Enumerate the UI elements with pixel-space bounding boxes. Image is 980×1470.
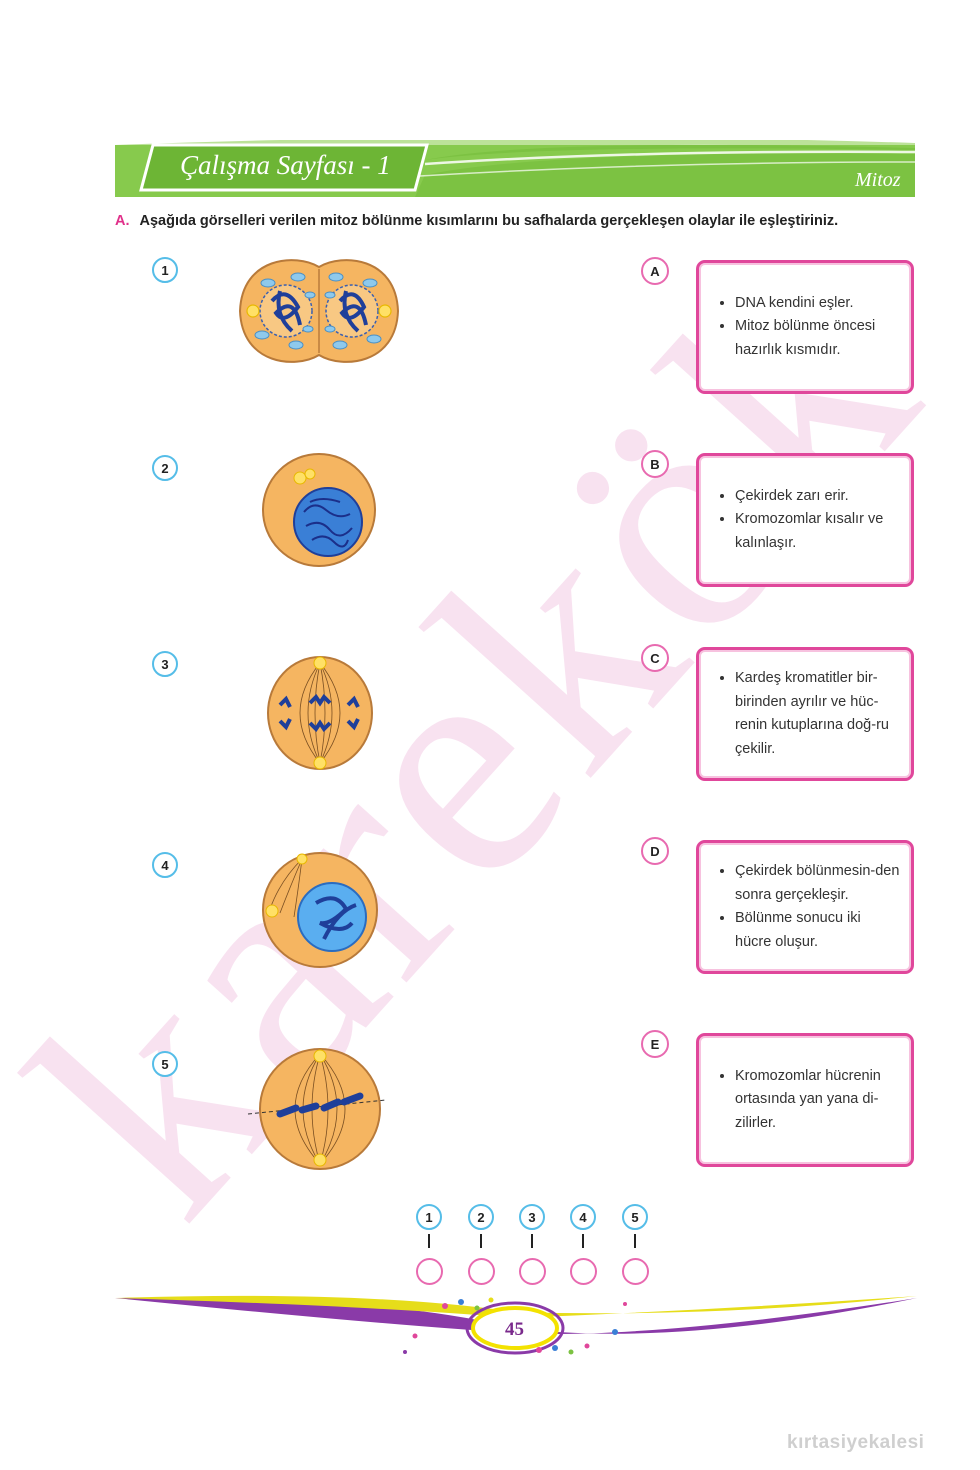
arrow-down-icon: [634, 1234, 636, 1248]
header-banner: [115, 140, 915, 197]
answer-slot-3[interactable]: [519, 1258, 546, 1285]
answer-number-4: 4: [570, 1204, 596, 1230]
phase-number-3: 3: [152, 651, 178, 677]
footer-swoosh: [115, 1295, 917, 1355]
metaphase-cell-icon: [247, 1048, 386, 1170]
option-b-item: Kromozomlar kısalır ve kalınlaşır.: [735, 508, 901, 555]
instruction-text: Aşağıda görselleri verilen mitoz bölünme…: [139, 213, 839, 229]
interphase-cell-icon: [262, 453, 376, 567]
arrow-down-icon: [582, 1234, 584, 1248]
arrow-down-icon: [480, 1234, 482, 1248]
answer-slot-5[interactable]: [622, 1258, 649, 1285]
option-box-a: DNA kendini eşler. Mitoz bölünme öncesi …: [696, 260, 914, 394]
option-a-item: Mitoz bölünme öncesi hazırlık kısmıdır.: [735, 315, 901, 362]
phase-number-5: 5: [152, 1051, 178, 1077]
arrow-down-icon: [531, 1234, 533, 1248]
answer-slot-1[interactable]: [416, 1258, 443, 1285]
option-letter-c: C: [641, 644, 669, 672]
subject-label: Mitoz: [855, 169, 901, 191]
answer-slot-4[interactable]: [570, 1258, 597, 1285]
answer-number-1: 1: [416, 1204, 442, 1230]
phase-number-1: 1: [152, 257, 178, 283]
option-c-item: Kardeş kromatitler bir-birinden ayrılır …: [735, 667, 901, 761]
cytokinesis-cell-icon: [238, 259, 400, 363]
instruction-letter: A.: [115, 213, 130, 229]
option-letter-d: D: [641, 837, 669, 865]
phase-number-4: 4: [152, 852, 178, 878]
worksheet-title: Çalışma Sayfası - 1: [180, 150, 391, 180]
answer-slot-2[interactable]: [468, 1258, 495, 1285]
credit-watermark: kırtasiyekalesi: [787, 1432, 925, 1453]
option-b-item: Çekirdek zarı erir.: [735, 485, 901, 509]
prophase-cell-icon: [262, 852, 378, 968]
option-d-item: Çekirdek bölünmesin-den sonra gerçekleşi…: [735, 860, 901, 907]
option-box-d: Çekirdek bölünmesin-den sonra gerçekleşi…: [696, 840, 914, 974]
option-box-b: Çekirdek zarı erir. Kromozomlar kısalır …: [696, 453, 914, 587]
answer-number-5: 5: [622, 1204, 648, 1230]
option-letter-a: A: [641, 257, 669, 285]
page-number: 45: [505, 1319, 524, 1340]
option-letter-b: B: [641, 450, 669, 478]
option-letter-e: E: [641, 1030, 669, 1058]
option-a-item: DNA kendini eşler.: [735, 292, 901, 316]
option-box-c: Kardeş kromatitler bir-birinden ayrılır …: [696, 647, 914, 781]
option-box-e: Kromozomlar hücrenin ortasında yan yana …: [696, 1033, 914, 1167]
phase-number-2: 2: [152, 455, 178, 481]
option-e-item: Kromozomlar hücrenin ortasında yan yana …: [735, 1065, 901, 1136]
answer-number-3: 3: [519, 1204, 545, 1230]
instruction: A. Aşağıda görselleri verilen mitoz bölün…: [115, 213, 838, 229]
anaphase-cell-icon: [267, 656, 373, 770]
option-d-item: Bölünme sonucu iki hücre oluşur.: [735, 907, 901, 954]
arrow-down-icon: [428, 1234, 430, 1248]
answer-number-2: 2: [468, 1204, 494, 1230]
